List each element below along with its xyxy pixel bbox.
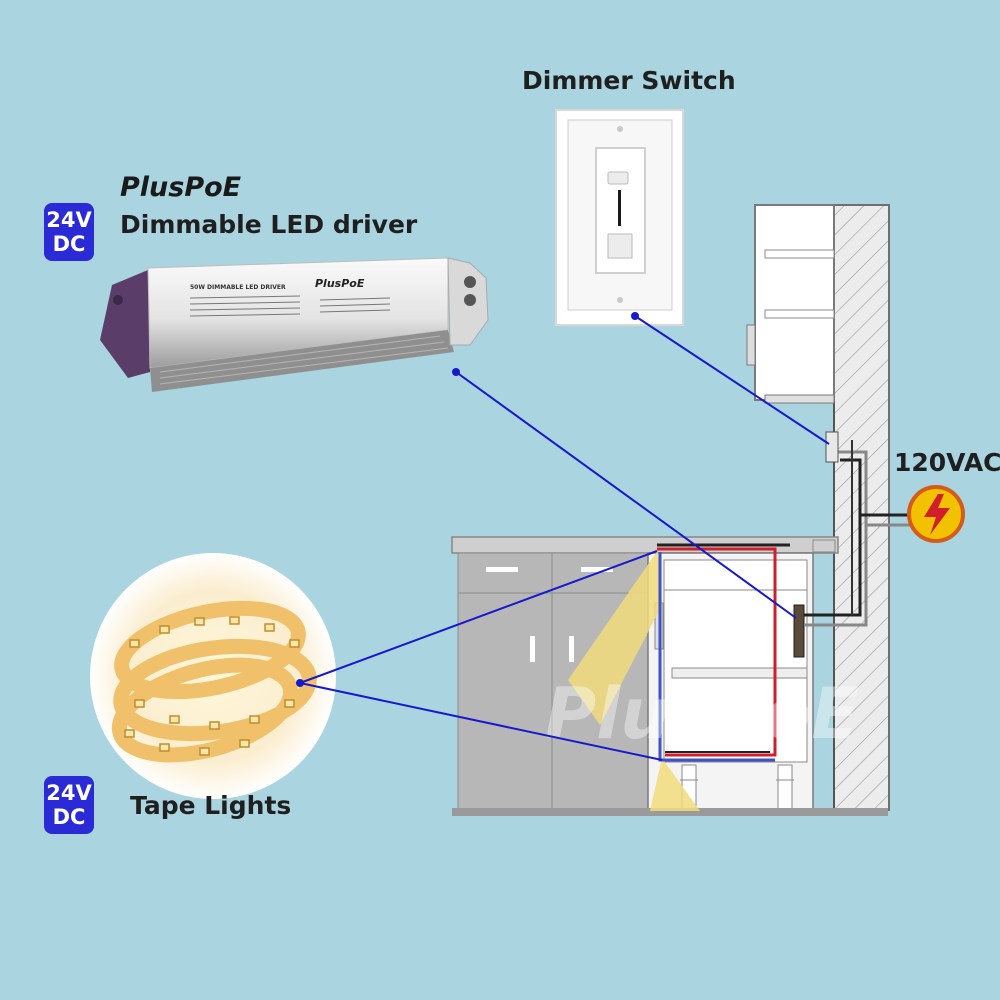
light-beams — [568, 550, 700, 811]
driver-label-brand: PlusPoE — [315, 277, 365, 290]
upper-cabinet — [746, 204, 835, 404]
led-driver: 50W DIMMABLE LED DRIVER PlusPoE — [100, 257, 489, 392]
dimmer-switch — [555, 109, 684, 326]
driver-title: Dimmable LED driver — [120, 210, 418, 239]
wall-box — [825, 431, 839, 463]
driver-badge-line2: DC — [52, 232, 86, 256]
watermark: PlusPoE — [545, 673, 859, 755]
tape-voltage-badge: 24V DC — [44, 776, 94, 834]
connector-dot — [296, 679, 304, 687]
tape-title: Tape Lights — [130, 791, 292, 820]
connector-lines — [299, 315, 830, 761]
driver-badge-line1: 24V — [46, 208, 92, 232]
connector-dot — [631, 312, 639, 320]
tape-lights-reel — [90, 553, 336, 799]
driver-voltage-badge: 24V DC — [44, 203, 94, 261]
lightning-icon — [907, 485, 965, 543]
tape-badge-line1: 24V — [46, 781, 92, 805]
driver-label-heading: 50W DIMMABLE LED DRIVER — [190, 284, 286, 291]
brand-logo: PlusPoE — [120, 172, 242, 203]
tape-badge-line2: DC — [52, 805, 86, 829]
dimmer-title: Dimmer Switch — [522, 66, 736, 95]
connector-dot — [452, 368, 460, 376]
power-label: 120VAC — [894, 448, 1000, 477]
